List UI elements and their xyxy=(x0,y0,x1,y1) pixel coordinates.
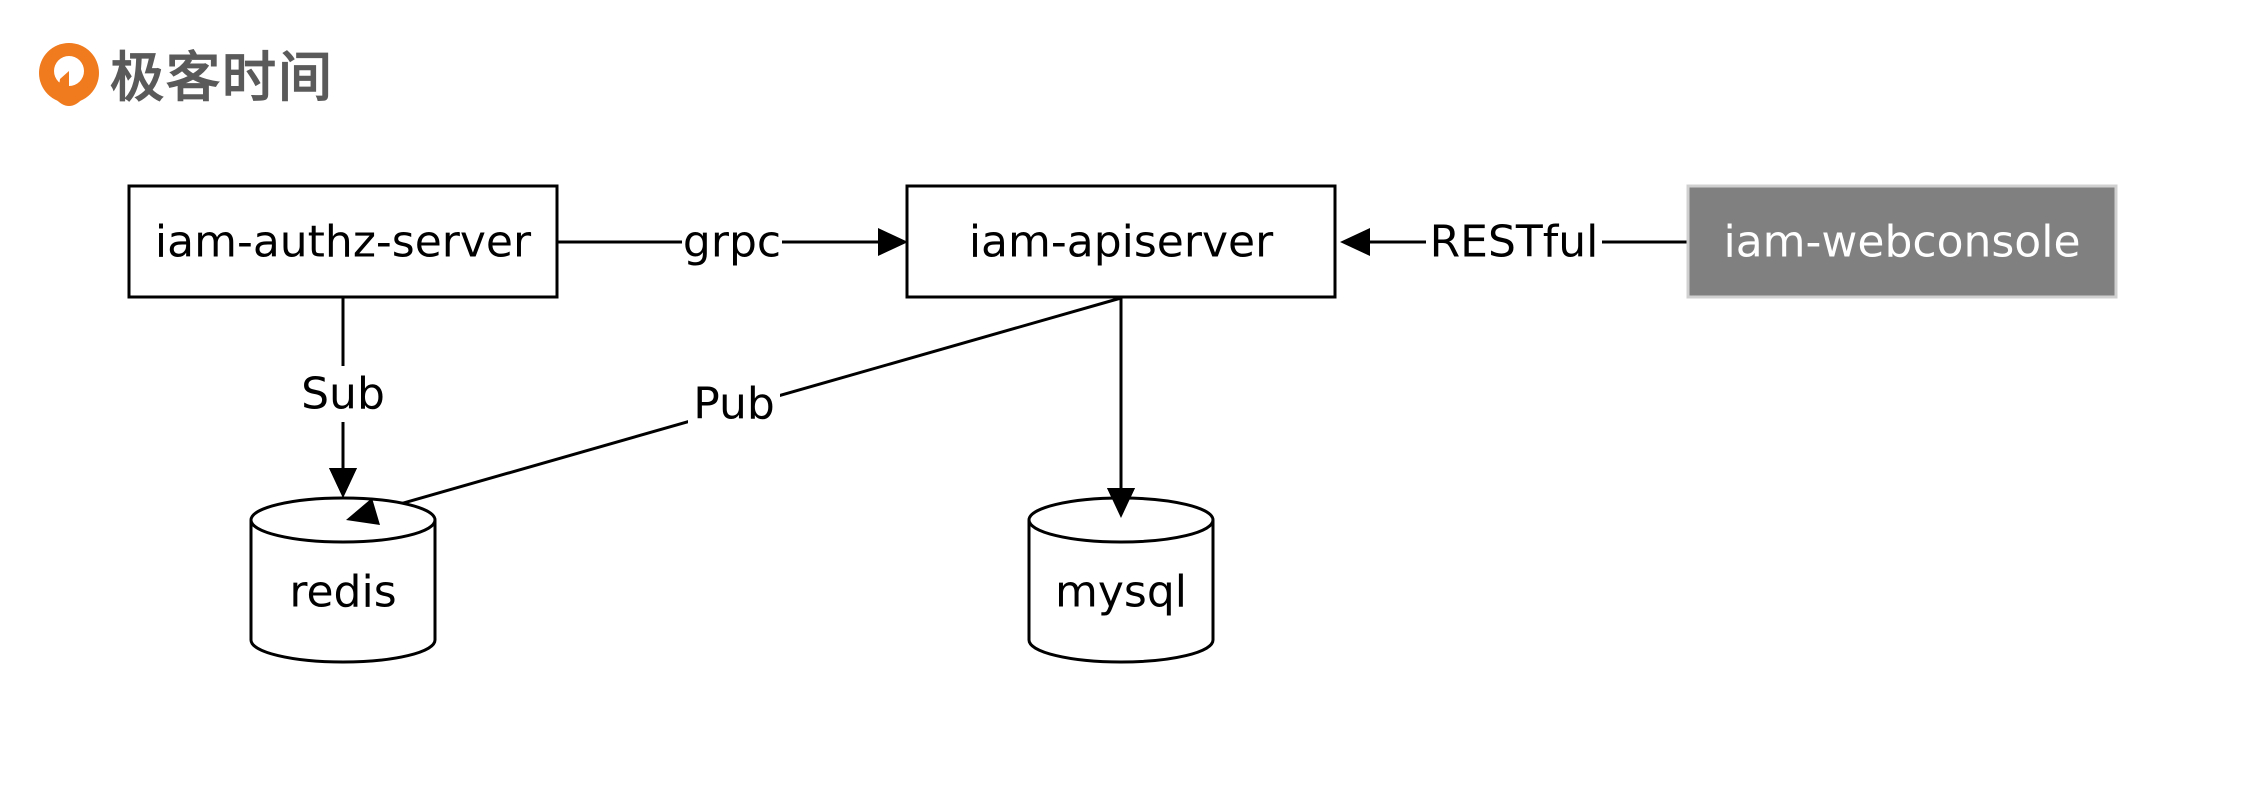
geektime-logo-icon xyxy=(39,43,99,106)
edge-mysql-arrowhead-top xyxy=(1107,488,1135,518)
node-label-authz: iam-authz-server xyxy=(155,217,532,268)
edge-label-restful: RESTful xyxy=(1430,217,1599,268)
node-label-webconsole: iam-webconsole xyxy=(1723,217,2080,268)
edge-label-grpc: grpc xyxy=(683,217,781,268)
node-iam-authz-server: iam-authz-server xyxy=(127,184,559,299)
node-label-apiserver: iam-apiserver xyxy=(969,217,1274,268)
edge-grpc: grpc xyxy=(558,214,908,270)
brand-logo: 极客时间 xyxy=(36,38,334,118)
edge-grpc-arrowhead xyxy=(878,228,908,256)
edge-sub-arrowhead-top xyxy=(329,468,357,498)
edge-label-sub: Sub xyxy=(301,369,385,420)
node-mysql: mysql xyxy=(1027,496,1215,664)
edge-pub-arrowhead-top xyxy=(346,498,380,525)
node-iam-webconsole: iam-webconsole xyxy=(1686,184,2118,299)
node-label-redis: redis xyxy=(289,567,396,618)
node-iam-apiserver: iam-apiserver xyxy=(905,184,1337,299)
edge-pub: Pub xyxy=(346,296,1122,525)
edge-label-pub: Pub xyxy=(693,379,775,430)
edge-sub: Sub xyxy=(296,298,390,498)
edge-restful-arrowhead xyxy=(1340,228,1370,256)
edge-restful: RESTful xyxy=(1340,214,1690,270)
edge-apiserver-mysql xyxy=(1107,298,1135,518)
node-label-mysql: mysql xyxy=(1055,567,1187,618)
brand-name: 极客时间 xyxy=(110,46,334,109)
node-redis: redis xyxy=(249,496,437,664)
